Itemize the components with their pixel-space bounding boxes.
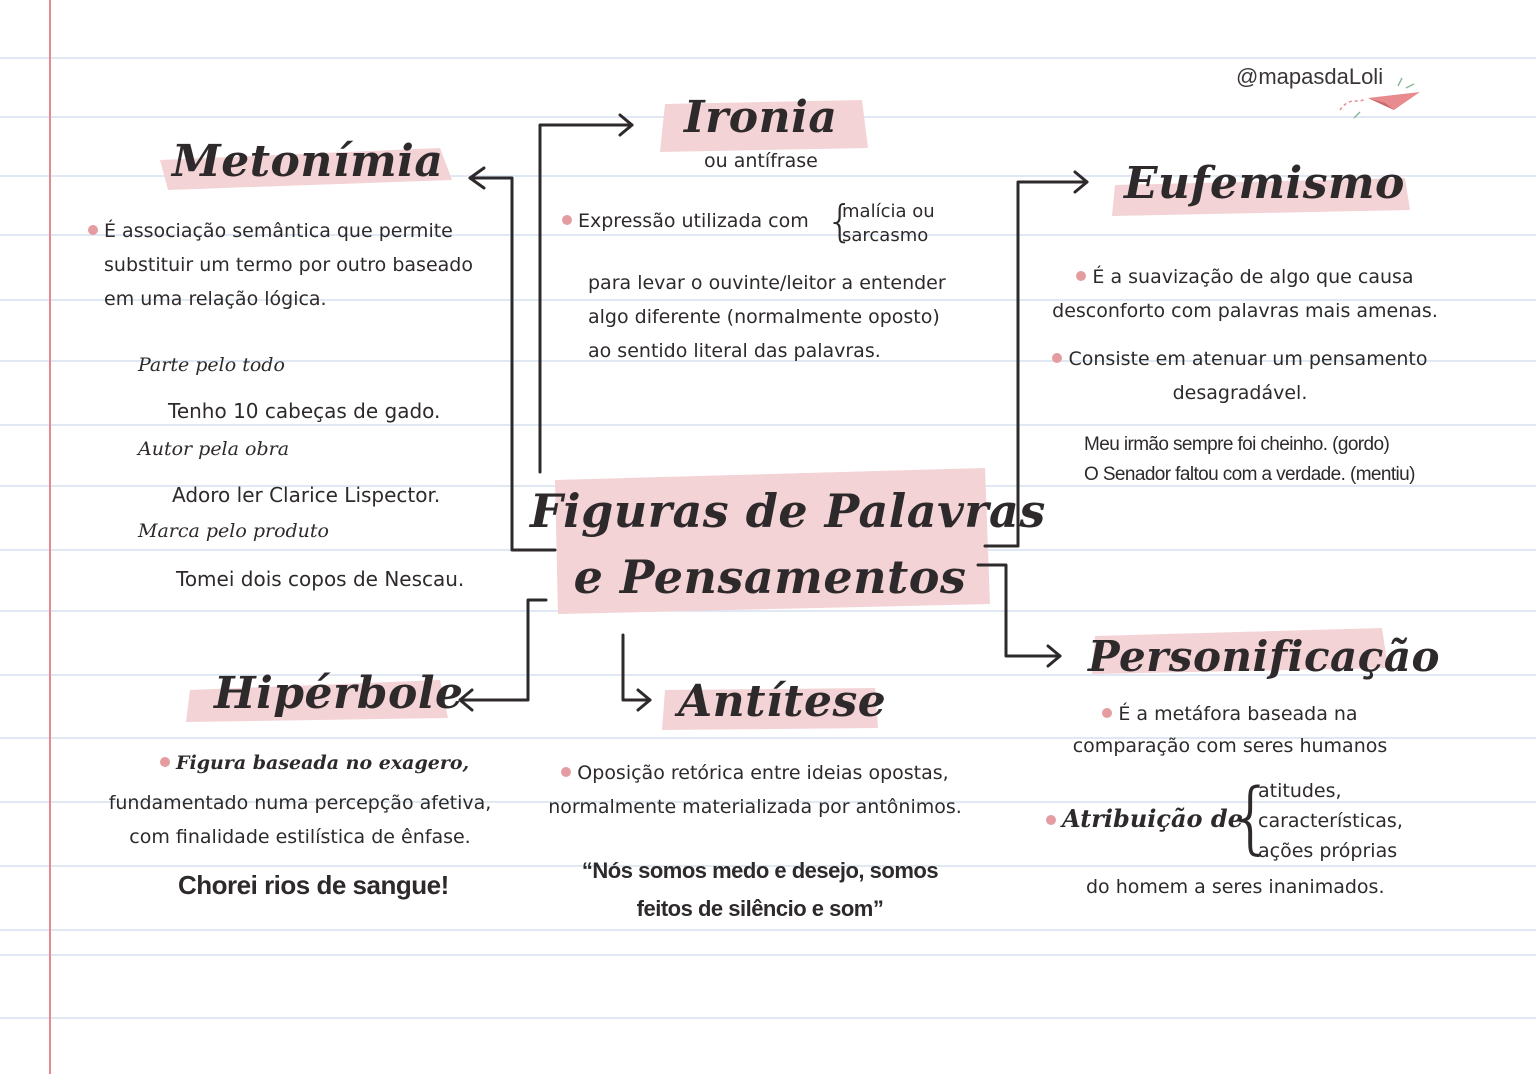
arrowhead-metonimia [468, 166, 486, 190]
personificacao-brace-item-1: atitudes, [1258, 780, 1342, 802]
brace-icon: { [1226, 773, 1276, 863]
ironia-text: para levar o ouvinte/leitor a entender a… [588, 266, 946, 368]
metonimia-title: Metonímia [172, 136, 444, 187]
bullet-icon [1046, 815, 1056, 825]
ironia-subtitle: ou antífrase [704, 150, 818, 172]
bullet-icon [561, 767, 572, 777]
central-title-line-1: Figuras de Palavras [530, 484, 1046, 538]
eufemismo-highlight [1112, 178, 1410, 216]
ironia-lead: Expressão utilizada com [562, 204, 809, 238]
hiperbole-def-script: Figura baseada no exagero, [176, 752, 470, 774]
personificacao-highlight [1092, 628, 1388, 674]
antitese-def-line-2: normalmente materializada por antônimos. [548, 796, 962, 818]
metonimia-def-line-1: É associação semântica que permite [104, 220, 453, 242]
ironia-text-line-1: para levar o ouvinte/leitor a entender [588, 272, 946, 294]
personificacao-def-line-1: É a metáfora baseada na [1118, 703, 1358, 725]
central-title-line-2: e Pensamentos [573, 550, 967, 604]
antitese-example: “Nós somos medo e desejo, somos feitos d… [560, 852, 960, 928]
metonimia-def-line-2: substituir um termo por outro baseado [104, 254, 473, 276]
arrowhead-hiperbole [458, 688, 474, 712]
hiperbole-def-line-2: com finalidade estilística de ênfase. [129, 826, 471, 848]
eufemismo-def1-line-1: É a suavização de algo que causa [1092, 266, 1414, 288]
eufemismo-example-1: Meu irmão sempre foi cheinho. (gordo) [1084, 434, 1390, 455]
bullet-icon [1102, 708, 1113, 718]
metonimia-example-text-1: Tenho 10 cabeças de gado. [168, 399, 441, 423]
arrow-antitese [621, 633, 652, 702]
brace-icon: { [826, 196, 854, 247]
ironia-brace-item-2: sarcasmo [842, 225, 929, 246]
metonimia-example-text-3: Tomei dois copos de Nescau. [176, 567, 465, 591]
bullet-icon [1052, 353, 1063, 363]
antitese-definition: Oposição retórica entre ideias opostas, … [540, 756, 970, 824]
metonimia-def-line-3: em uma relação lógica. [104, 288, 327, 310]
arrowhead-eufemismo [1073, 170, 1089, 194]
hiperbole-definition: fundamentado numa percepção afetiva, com… [100, 786, 500, 854]
center-highlight [555, 468, 990, 614]
eufemismo-def2-line-1: Consiste em atenuar um pensamento [1068, 348, 1428, 370]
eufemismo-definition-2: Consiste em atenuar um pensamento desagr… [1040, 342, 1440, 410]
ironia-brace-list: malícia ou sarcasmo [842, 200, 935, 248]
paper-plane-icon [1339, 77, 1420, 119]
eufemismo-example-2: O Senador faltou com a verdade. (mentiu) [1084, 464, 1415, 485]
ironia-lead-text: Expressão utilizada com [578, 210, 809, 232]
personificacao-attr: Atribuição de [1046, 804, 1243, 833]
ironia-highlight [660, 100, 868, 152]
personificacao-brace-item-3: ações próprias [1258, 840, 1398, 862]
ironia-brace-item-1: malícia ou [842, 201, 935, 222]
metonimia-highlight [160, 148, 452, 190]
bullet-icon [1076, 271, 1087, 281]
arrow-metonimia [468, 176, 557, 552]
antitese-example-line-1: “Nós somos medo e desejo, somos [581, 858, 939, 883]
eufemismo-definition-1: É a suavização de algo que causa desconf… [1040, 260, 1450, 328]
eufemismo-title: Eufemismo [1124, 158, 1405, 209]
personificacao-def-line-2: comparação com seres humanos [1072, 735, 1388, 757]
bullet-icon [88, 225, 98, 235]
arrow-ironia [538, 123, 634, 474]
eufemismo-examples: Meu irmão sempre foi cheinho. (gordo) O … [1084, 430, 1415, 490]
ironia-text-line-2: algo diferente (normalmente oposto) [588, 306, 940, 328]
central-title: Figuras de Palavras e Pensamentos [530, 478, 1046, 610]
antitese-example-line-2: feitos de silêncio e som” [636, 896, 884, 921]
hiperbole-example: Chorei rios de sangue! [178, 870, 449, 900]
hiperbole-def-line-1: fundamentado numa percepção afetiva, [108, 792, 492, 814]
arrowhead-ironia [618, 113, 634, 137]
hiperbole-highlight [186, 680, 448, 722]
arrow-hiperbole [458, 598, 548, 702]
ironia-text-line-3: ao sentido literal das palavras. [588, 340, 881, 362]
metonimia-definition: É associação semântica que permite subst… [88, 214, 473, 316]
arrowhead-personificacao [1046, 644, 1062, 668]
hiperbole-title: Hipérbole [214, 668, 464, 719]
personificacao-tail: do homem a seres inanimados. [1086, 876, 1385, 898]
personificacao-attr-label: Atribuição de [1062, 804, 1243, 833]
bullet-icon [562, 215, 572, 225]
hiperbole-definition-lead: Figura baseada no exagero, [160, 752, 469, 774]
personificacao-brace-list: atitudes, características, ações própria… [1258, 776, 1403, 866]
personificacao-brace-item-2: características, [1258, 810, 1403, 832]
antitese-highlight [662, 688, 878, 730]
arrow-eufemismo [983, 180, 1089, 548]
arrow-personificacao [976, 563, 1062, 658]
author-handle: @mapasdaLoli [1236, 64, 1384, 89]
bullet-icon [160, 757, 170, 767]
personificacao-title: Personificação [1088, 632, 1441, 681]
ironia-title: Ironia [684, 92, 838, 143]
metonimia-example-label-1: Parte pelo todo [138, 354, 285, 376]
antitese-title: Antítese [678, 676, 887, 727]
antitese-def-line-1: Oposição retórica entre ideias opostas, [577, 762, 949, 784]
eufemismo-def1-line-2: desconforto com palavras mais amenas. [1052, 300, 1438, 322]
arrowhead-antitese [636, 688, 652, 712]
metonimia-example-label-2: Autor pela obra [138, 438, 290, 460]
metonimia-example-text-2: Adoro ler Clarice Lispector. [172, 483, 441, 507]
metonimia-example-label-3: Marca pelo produto [138, 520, 329, 542]
personificacao-definition: É a metáfora baseada na comparação com s… [1050, 698, 1410, 762]
eufemismo-def2-line-2: desagradável. [1172, 382, 1308, 404]
